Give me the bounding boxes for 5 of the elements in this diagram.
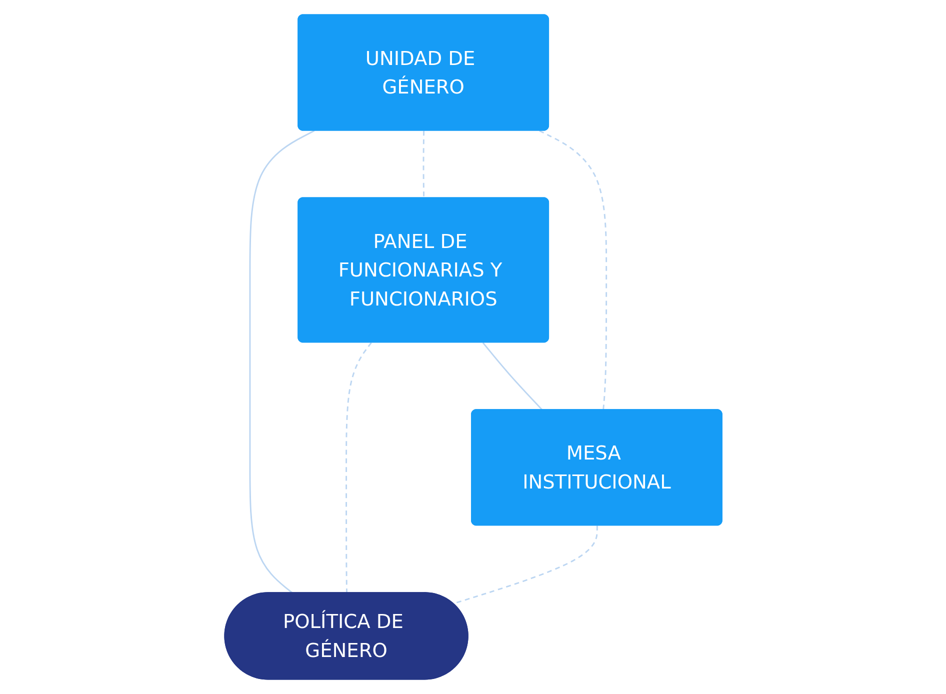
connector: [482, 342, 543, 411]
connector: [345, 342, 372, 594]
connector: [248, 130, 314, 594]
connector: [422, 130, 424, 198]
connector: [538, 130, 607, 410]
